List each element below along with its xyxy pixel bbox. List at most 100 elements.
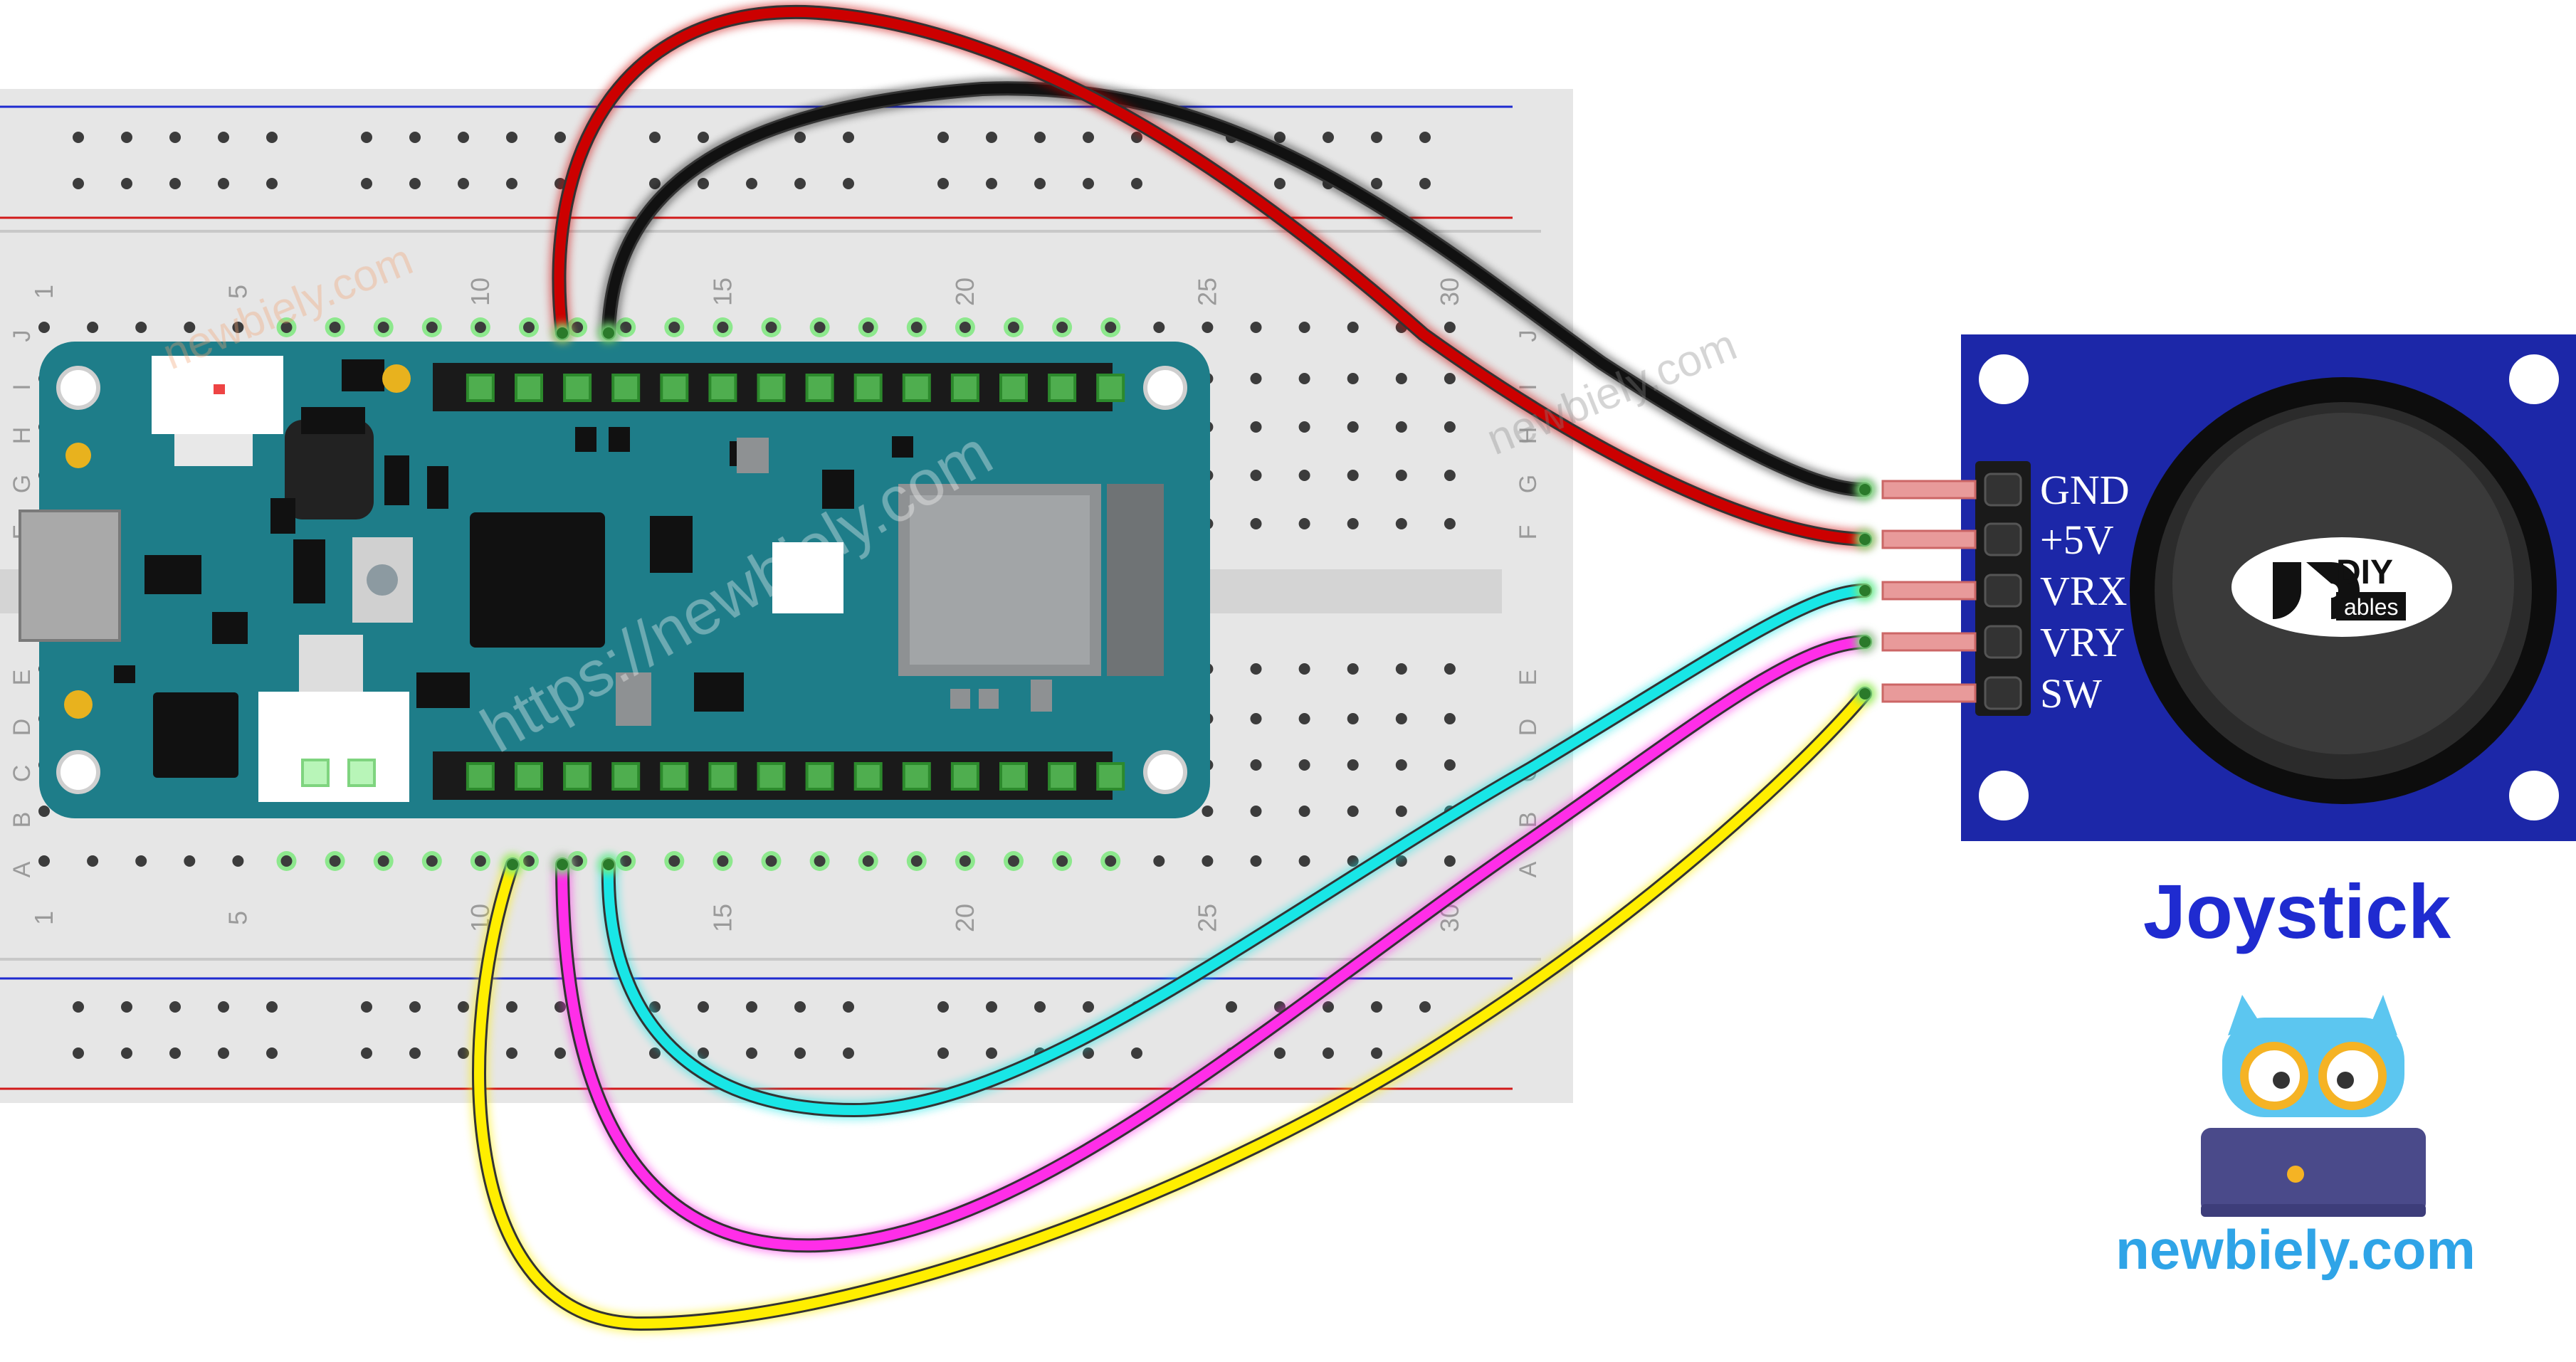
power-connector-pin-1 bbox=[301, 759, 330, 787]
breadboard-hole bbox=[1347, 713, 1359, 724]
header-pin-bottom bbox=[1048, 762, 1077, 791]
breadboard-hole bbox=[814, 322, 826, 333]
rail-hole bbox=[843, 132, 854, 143]
row-letter-left: C bbox=[9, 765, 36, 783]
rail-hole bbox=[1083, 1047, 1094, 1059]
usb-connector bbox=[19, 510, 121, 642]
breadboard-hole bbox=[1298, 759, 1310, 771]
power-connector bbox=[258, 692, 409, 802]
wire-end bbox=[603, 859, 614, 870]
breadboard-hole bbox=[474, 322, 486, 333]
breadboard-hole bbox=[1444, 855, 1456, 867]
breadboard-hole bbox=[1395, 806, 1407, 817]
breadboard-hole bbox=[38, 806, 50, 817]
breadboard-hole bbox=[1395, 421, 1407, 433]
rail-hole bbox=[409, 1047, 421, 1059]
breadboard-hole bbox=[1298, 470, 1310, 481]
joystick-pin-lead bbox=[1881, 480, 1977, 500]
rail-hole bbox=[266, 1001, 278, 1013]
breadboard-hole bbox=[474, 855, 486, 867]
breadboard-hole bbox=[38, 322, 50, 333]
row-letter-right: J bbox=[1515, 330, 1542, 342]
chip-small-21 bbox=[616, 672, 651, 726]
column-number-top: 20 bbox=[950, 278, 979, 306]
column-number-top: 5 bbox=[223, 285, 252, 299]
breadboard-hole bbox=[377, 855, 389, 867]
wire-end bbox=[1859, 688, 1871, 700]
header-pin-top bbox=[1048, 374, 1077, 402]
header-pin-bottom bbox=[611, 762, 641, 791]
rail-hole bbox=[1371, 132, 1382, 143]
breadboard-hole bbox=[377, 322, 389, 333]
header-pin-bottom bbox=[902, 762, 931, 791]
breadboard-hole bbox=[572, 855, 584, 867]
header-pin-top bbox=[466, 374, 495, 402]
rail-hole bbox=[937, 132, 949, 143]
header-pin-bottom bbox=[515, 762, 543, 791]
gold-pad-left bbox=[65, 443, 91, 468]
breadboard-hole bbox=[1008, 855, 1019, 867]
rail-hole bbox=[218, 1001, 229, 1013]
rail-hole bbox=[121, 1001, 132, 1013]
breadboard-hole bbox=[1347, 663, 1359, 675]
column-number-bottom: 15 bbox=[708, 904, 737, 932]
joystick-pin-lead bbox=[1881, 529, 1977, 549]
rail-hole bbox=[649, 178, 661, 189]
rail-hole bbox=[506, 1001, 517, 1013]
rail-hole bbox=[409, 132, 421, 143]
breadboard-hole bbox=[620, 855, 632, 867]
rail-hole bbox=[746, 1047, 757, 1059]
rail-hole bbox=[554, 1001, 566, 1013]
joystick-hole-tr bbox=[2509, 354, 2559, 404]
led-red bbox=[214, 384, 225, 394]
breadboard-hole bbox=[1298, 322, 1310, 333]
joystick-pin-label: VRX bbox=[2040, 568, 2127, 614]
rail-hole bbox=[1034, 178, 1046, 189]
breadboard-hole bbox=[1250, 713, 1262, 724]
header-pin-bottom bbox=[1096, 762, 1125, 791]
row-letter-right: B bbox=[1515, 812, 1542, 828]
breadboard-hole bbox=[280, 855, 293, 867]
breadboard-hole bbox=[959, 322, 971, 333]
joystick-hole-bl bbox=[1979, 771, 2029, 820]
chip-small-18 bbox=[950, 689, 970, 709]
header-pin-top bbox=[757, 374, 786, 402]
chip-small-11 bbox=[427, 466, 448, 509]
rail-hole bbox=[698, 132, 709, 143]
joystick-pin-socket bbox=[1984, 676, 2022, 710]
breadboard-hole bbox=[814, 855, 826, 867]
breadboard-hole bbox=[910, 322, 922, 333]
header-pin-bottom bbox=[757, 762, 786, 791]
joystick-logo-bottom: ables bbox=[2344, 594, 2399, 620]
row-letter-left: A bbox=[9, 861, 36, 877]
column-number-top: 15 bbox=[708, 278, 737, 306]
breadboard-hole bbox=[1347, 421, 1359, 433]
breadboard-hole bbox=[717, 855, 729, 867]
breadboard-hole bbox=[1395, 470, 1407, 481]
column-number-top: 1 bbox=[29, 285, 58, 299]
joystick-pin-socket bbox=[1984, 574, 2022, 608]
row-letter-left: H bbox=[9, 427, 36, 445]
wire-end bbox=[603, 327, 614, 339]
wires bbox=[470, 2, 1875, 1334]
rail-hole bbox=[554, 1047, 566, 1059]
breadboard-hole bbox=[232, 855, 244, 867]
chip-small-15 bbox=[609, 427, 630, 452]
rail-hole bbox=[458, 1001, 469, 1013]
chip-small-14 bbox=[575, 427, 596, 452]
rail-hole bbox=[1131, 1047, 1142, 1059]
owl-pupil-right bbox=[2337, 1072, 2354, 1089]
rail-hole bbox=[794, 1047, 806, 1059]
breadboard-hole bbox=[1395, 663, 1407, 675]
header-pin-bottom bbox=[999, 762, 1028, 791]
gold-pad-top bbox=[382, 364, 411, 393]
column-number-top: 10 bbox=[466, 278, 495, 306]
rail-hole bbox=[266, 132, 278, 143]
rail-hole bbox=[1323, 132, 1334, 143]
breadboard-hole bbox=[1298, 373, 1310, 384]
breadboard-hole bbox=[1202, 322, 1214, 333]
joystick-pin-lead bbox=[1881, 632, 1977, 652]
breadboard-hole bbox=[1347, 759, 1359, 771]
